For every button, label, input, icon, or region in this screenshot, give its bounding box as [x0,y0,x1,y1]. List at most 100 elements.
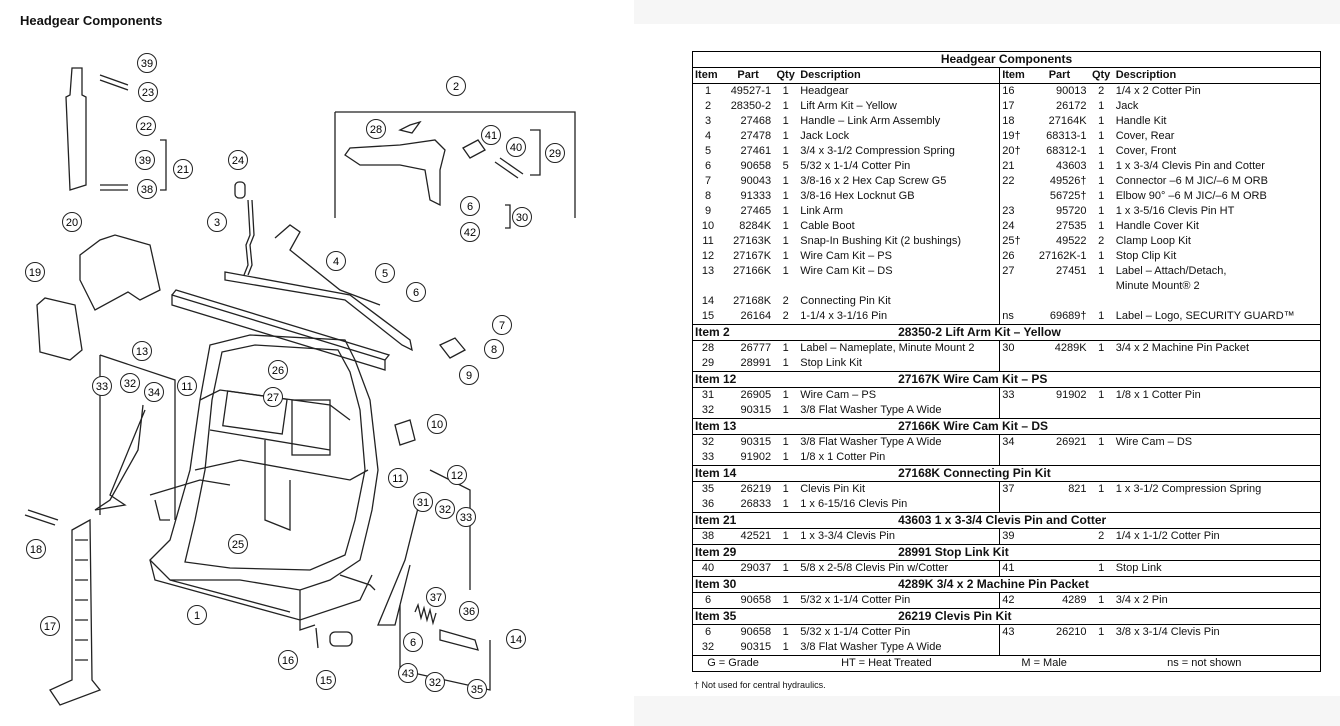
table-cell: 1 x 3-1/2 Compression Spring [1115,483,1262,495]
section-item: Item 21 [692,512,774,529]
callout-circle [406,282,426,302]
table-cell: 3/8 Flat Washer Type A Wide [798,640,1001,656]
table-cell: 14 [701,295,715,307]
section-title: 27168K Connecting Pin Kit [773,465,1321,482]
section-title: 26219 Clevis Pin Kit [773,608,1321,625]
section-title: 27166K Wire Cam Kit – DS [773,418,1321,435]
table-cell: 6 [704,160,712,172]
callout-label: 33 [96,381,108,393]
callout-label: 31 [417,497,429,509]
table-cell: 1 [1098,342,1105,354]
table-cell: 40 [701,562,715,574]
table-cell: 16 [1002,85,1015,97]
page-shading-bottom [634,696,1340,726]
callout-circle [207,212,227,232]
table-cell: 3/8-16 x 2 Hex Cap Screw G5 [798,174,1001,189]
table-cell: 1 [1098,160,1105,172]
callout-circle [427,414,447,434]
nameplate-label [398,120,422,134]
callout-label: 32 [124,378,136,390]
table-cell: Wire Cam – PS [798,387,1001,403]
table-cell: Link Arm [798,204,1001,219]
section-item: Item 14 [692,465,774,482]
table-cell: 31 [701,389,715,401]
callout-label: 32 [439,504,451,516]
table-cell: Label – Nameplate, Minute Mount 2 [798,340,1001,356]
table-cell: 91333 [740,190,772,202]
callout-circle [506,629,526,649]
page-title: Headgear Components [20,13,163,28]
table-cell [1000,356,1031,372]
table-cell: Snap-In Bushing Kit (2 bushings) [798,234,1001,249]
jack-lock [274,224,381,306]
table-row: Minute Mount® 2 [693,279,1321,294]
table-cell: 24 [1002,220,1015,232]
col-part-2: Part [1030,67,1089,84]
table-cell: 17 [1002,100,1015,112]
callout-label: 8 [491,344,497,356]
table-cell [1000,450,1031,466]
clevis-pin [439,629,479,651]
callout-circle [40,616,60,636]
callout-circle [120,373,140,393]
callout-label: 2 [453,81,459,93]
callout-label: 1 [194,610,200,622]
table-cell: 21 [1002,160,1015,172]
table-cell: 68313-1 [1046,130,1087,142]
table-cell: 1 [782,594,789,606]
table-cell: 7 [704,175,712,187]
table-cell: 2 [782,295,789,307]
callout-label: 23 [142,87,154,99]
table-cell: Cable Boot [798,219,1001,234]
table-cell: 1 x 6-15/16 Clevis Pin [798,497,1001,513]
col-qty: Qty [773,67,799,84]
table-cell: 18 [1002,115,1015,127]
table-cell: 6 [704,594,712,606]
callout-label: 19 [29,267,41,279]
table-cell: 3/4 x 2 Pin [1115,594,1168,606]
table-cell: 1 [782,436,789,448]
table-cell: Wire Cam Kit – DS [798,264,1001,279]
table-cell: Wire Cam – DS [1115,436,1193,448]
callout-circle [459,365,479,385]
table-cell [1114,356,1321,372]
table-cell: 1-1/4 x 3-1/16 Pin [798,309,1001,325]
callout-circle [481,125,501,145]
table-cell: 5/32 x 1-1/4 Cotter Pin [798,624,1001,640]
callout-label: 14 [510,634,522,646]
callout-circle [228,150,248,170]
table-cell: 1 [782,530,789,542]
col-item: Item [692,67,724,84]
table-cell: 1/4 x 2 Cotter Pin [1115,85,1201,97]
table-cell: 1 [1098,483,1105,495]
handle-kit [24,509,59,526]
section-item: Item 29 [692,544,774,561]
jack [49,518,102,706]
table-cell: 4289K [1054,342,1087,354]
callout-circle [135,150,155,170]
section-item: Item 35 [692,608,774,625]
table-cell: 27162K-1 [1038,250,1087,262]
table-cell: 2 [782,310,789,322]
table-cell: 2 [704,100,712,112]
table-cell: 5 [704,145,712,157]
table-cell: 49527-1 [730,85,772,97]
callout-circle [447,465,467,485]
table-cell: 26210 [1055,626,1087,638]
table-cell: 5/32 x 1-1/4 Cotter Pin [798,159,1001,174]
table-cell [1030,640,1088,656]
table-cell: 27167K [733,250,772,262]
section-title: 28350-2 Lift Arm Kit – Yellow [773,324,1321,341]
